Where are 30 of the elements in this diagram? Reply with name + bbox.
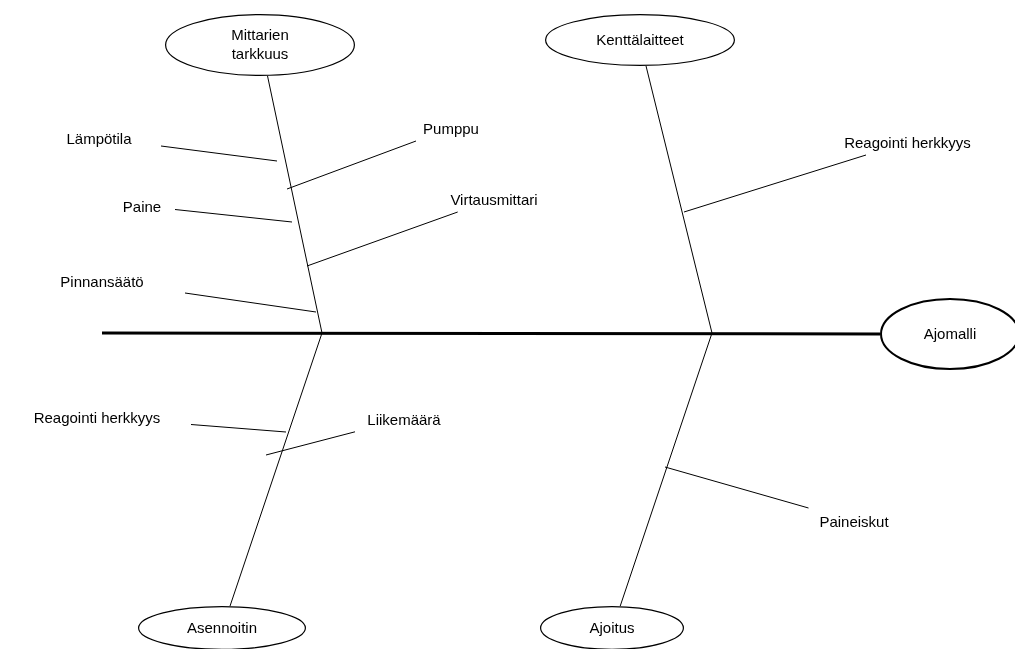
branch-line <box>190 424 287 433</box>
branch-line <box>184 292 317 313</box>
bone-line <box>619 332 713 607</box>
branch-line <box>160 145 278 162</box>
cause-label: Asennoitin <box>186 618 258 638</box>
sub-cause-label: Paine <box>112 195 172 217</box>
sub-cause-label: Reagointi herkkyys <box>815 131 1000 153</box>
bone-line <box>267 75 323 334</box>
sub-cause-label: Virtausmittari <box>436 188 552 210</box>
sub-cause-label: Liikemäärä <box>358 408 450 430</box>
branch-line <box>683 154 867 213</box>
cause-ellipse <box>545 14 735 66</box>
sub-cause-label: Reagointi herkkyys <box>6 406 188 428</box>
bone-line <box>645 65 713 334</box>
branch-line <box>664 466 809 509</box>
cause-label: Ajoitus <box>589 618 635 638</box>
sub-cause-label: Pumppu <box>410 117 492 139</box>
sub-cause-label: Pinnansäätö <box>22 270 182 292</box>
bone-line <box>229 332 323 607</box>
sub-cause-label: Paineiskut <box>800 510 908 532</box>
branch-line <box>286 140 417 190</box>
branch-line <box>306 211 459 267</box>
cause-label: Mittarien tarkkuus <box>230 26 290 64</box>
sub-cause-label: Lämpötila <box>40 127 158 149</box>
branch-line <box>265 431 356 456</box>
branch-line <box>174 209 293 223</box>
cause-label: Kenttälaitteet <box>596 30 684 50</box>
spine-line <box>102 331 880 336</box>
cause-label: Ajomalli <box>923 324 977 344</box>
cause-ellipse <box>165 14 355 76</box>
